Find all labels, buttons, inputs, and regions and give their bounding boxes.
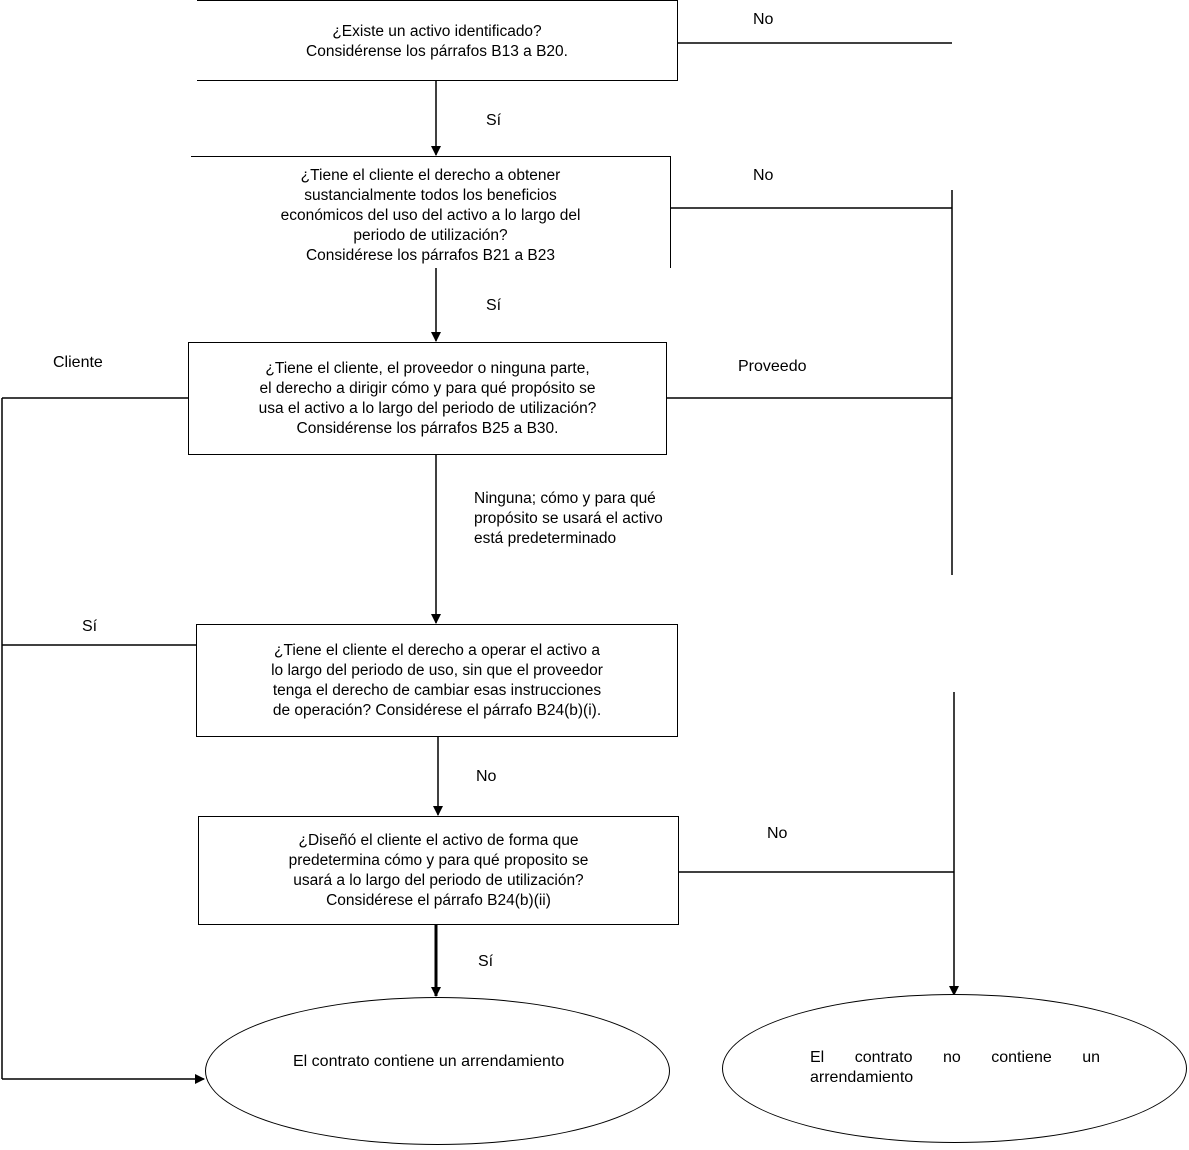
question-designed-asset: ¿Diseñó el cliente el activo de forma qu… — [198, 816, 679, 925]
label-q1-si: Sí — [486, 112, 502, 129]
label-q3-ninguna: Ninguna; cómo y para qué propósito se us… — [474, 490, 663, 547]
label-q2-no: No — [753, 167, 774, 184]
question-economic-benefits: ¿Tiene el cliente el derecho a obtener s… — [191, 156, 671, 268]
question-right-to-operate: ¿Tiene el cliente el derecho a operar el… — [196, 624, 678, 737]
label-q4-si: Sí — [82, 618, 98, 635]
outcome-lease-oval — [205, 997, 670, 1145]
label-q5-no: No — [767, 825, 788, 842]
label-q3-cliente: Cliente — [53, 354, 103, 371]
label-q4-no: No — [476, 768, 497, 785]
question-identified-asset: ¿Existe un activo identificado? Considér… — [197, 0, 678, 81]
label-q2-si: Sí — [486, 297, 502, 314]
question-right-to-direct: ¿Tiene el cliente, el proveedor o ningun… — [188, 342, 667, 455]
label-q5-si: Sí — [478, 953, 494, 970]
label-q1-no: No — [753, 11, 774, 28]
outcome-no-lease-oval — [722, 994, 1187, 1143]
label-q3-proveedor: Proveedo — [738, 358, 807, 375]
outcome-no-lease-text: El contrato no contiene un arrendamiento — [810, 1049, 1100, 1086]
outcome-lease-text: El contrato contiene un arrendamiento — [293, 1053, 565, 1070]
